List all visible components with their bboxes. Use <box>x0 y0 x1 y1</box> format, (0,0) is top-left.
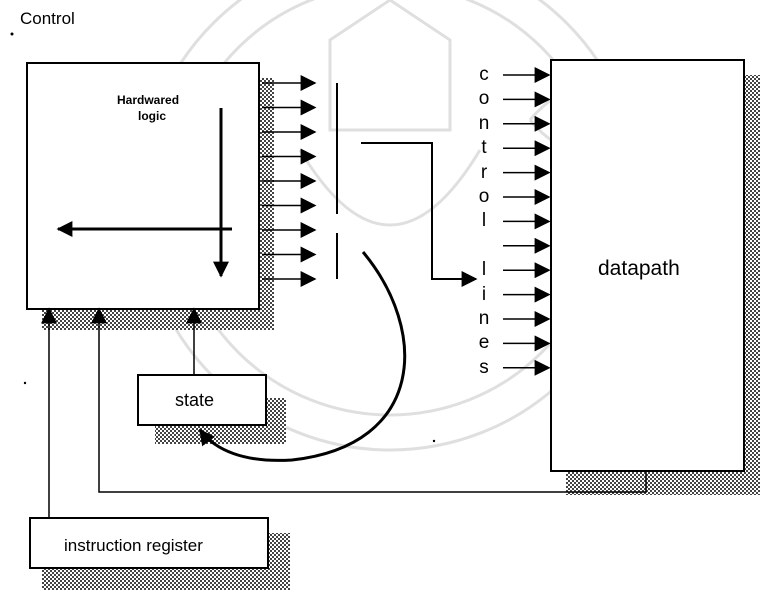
control-line-letter: e <box>474 333 494 352</box>
scan-dot <box>24 382 26 384</box>
control-line-letter: n <box>474 114 494 133</box>
hardwired-logic-label-line2: logic <box>138 110 166 122</box>
control-line-letter: i <box>474 285 494 304</box>
control-line-arrows <box>503 75 549 368</box>
diagram-title: Control <box>20 10 75 27</box>
control-line-letter: s <box>474 358 494 377</box>
control-line-letter: o <box>474 89 494 108</box>
hardwired-logic-label-line1: Hardwared <box>117 94 179 106</box>
control-line-letter: t <box>474 138 494 157</box>
control-line-letter: n <box>474 309 494 328</box>
scan-dot <box>433 440 435 442</box>
scan-dot <box>11 33 14 36</box>
control-line-letter: c <box>474 65 494 84</box>
control-line-letter: l <box>474 260 494 279</box>
state-label: state <box>175 391 214 409</box>
control-line-letter: o <box>474 187 494 206</box>
bus-to-datapath-arrow <box>361 143 476 279</box>
instruction-register-label: instruction register <box>64 537 203 554</box>
control-line-letter: l <box>474 211 494 230</box>
control-line-letter: r <box>474 163 494 182</box>
datapath-label: datapath <box>598 258 680 279</box>
